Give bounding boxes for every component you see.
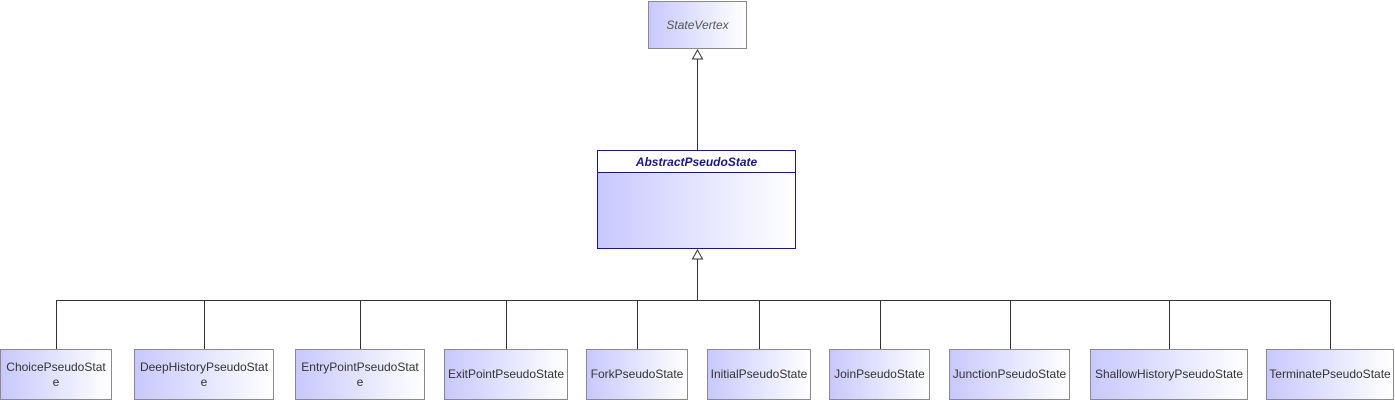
leaf-label: InitialPseudoState (710, 367, 808, 381)
leaf-label: EntryPointPseudoState (301, 359, 419, 389)
abstract-pseudo-state-class[interactable]: AbstractPseudoState (597, 150, 796, 249)
leaf-box-junction[interactable]: JunctionPseudoState (949, 349, 1070, 400)
generalization-arrow-root (691, 48, 704, 60)
leaf-label: JoinPseudoState (834, 367, 925, 381)
leaf-box-initial[interactable]: InitialPseudoState (707, 349, 811, 400)
leaf-label: DeepHistoryPseudoState (139, 359, 269, 389)
leaf-label: ShallowHistoryPseudoState (1094, 367, 1244, 381)
state-vertex-label: StateVertex (666, 17, 729, 32)
leaf-box-join[interactable]: JoinPseudoState (829, 349, 930, 400)
leaf-box-choice[interactable]: ChoicePseudoState (0, 349, 112, 400)
leaf-label: TerminatePseudoState (1269, 367, 1391, 381)
leaf-box-terminate[interactable]: TerminatePseudoState (1266, 349, 1394, 400)
leaf-box-entry-point[interactable]: EntryPointPseudoState (295, 349, 425, 400)
abstract-pseudo-state-header: AbstractPseudoState (598, 151, 795, 173)
leaf-box-deep-history[interactable]: DeepHistoryPseudoState (134, 349, 274, 400)
abstract-pseudo-state-label: AbstractPseudoState (635, 154, 758, 169)
leaf-drop-lines (56, 300, 1331, 349)
leaf-label: ChoicePseudoState (6, 359, 106, 389)
leaf-box-shallow-history[interactable]: ShallowHistoryPseudoState (1090, 349, 1248, 400)
generalization-arrow-abstract (691, 248, 704, 260)
leaf-label: JunctionPseudoState (952, 367, 1067, 381)
leaf-label: ForkPseudoState (590, 367, 684, 381)
leaf-label: ExitPointPseudoState (447, 367, 565, 381)
leaf-box-fork[interactable]: ForkPseudoState (586, 349, 688, 400)
state-vertex-box[interactable]: StateVertex (648, 1, 747, 49)
leaf-box-exit-point[interactable]: ExitPointPseudoState (444, 349, 568, 400)
